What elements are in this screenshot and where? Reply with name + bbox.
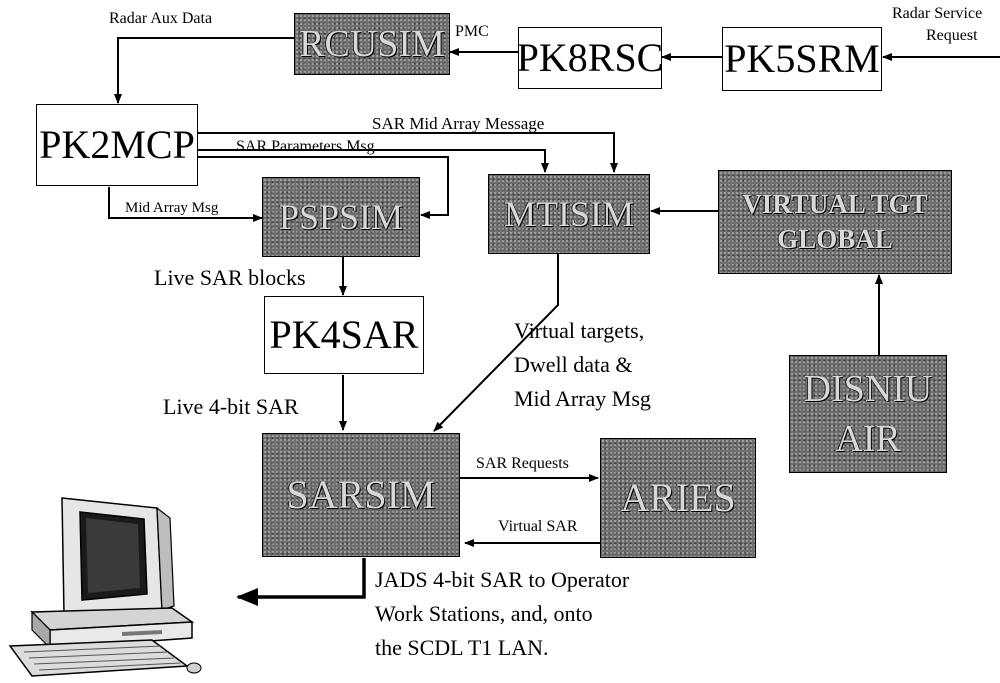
aries-box: ARIES xyxy=(600,438,756,558)
pk5srm-label: PK5SRM xyxy=(724,36,880,81)
computer-workstation-icon xyxy=(8,497,202,677)
pspsim-box: PSPSIM xyxy=(262,177,420,257)
virtual-targets-label-line2: Dwell data & xyxy=(514,352,633,377)
jads-label-line1: JADS 4-bit SAR to Operator xyxy=(375,567,630,592)
live-sar-blocks-label: Live SAR blocks xyxy=(154,265,306,290)
sar-requests-label: SAR Requests xyxy=(476,455,569,472)
pk2mcp-label: PK2MCP xyxy=(39,122,195,167)
virtual-tgt-label-line2: GLOBAL xyxy=(777,224,893,254)
radar-service-request-label-line1: Radar Service xyxy=(892,5,983,22)
mid-array-msg-label: Mid Array Msg xyxy=(125,200,219,216)
arrow-sar-params-to-pspsim xyxy=(198,156,449,219)
virtual-tgt-global-box: VIRTUAL TGT GLOBAL xyxy=(718,170,952,274)
arrow-sarsim-to-workstations xyxy=(236,558,366,606)
arrow-mid-array-to-pspsim xyxy=(108,187,263,222)
mtisim-label: MTISIM xyxy=(503,194,634,234)
disniu-label-line1: DISNIU xyxy=(803,368,933,410)
sarsim-label: SARSIM xyxy=(286,472,436,517)
pk5srm-box: PK5SRM xyxy=(722,27,882,91)
arrow-sar-params-to-mtisim xyxy=(198,149,549,173)
arrow-mtisim-to-sarsim xyxy=(433,254,559,432)
disniu-air-box: DISNIU AIR xyxy=(789,355,947,473)
pk2mcp-box: PK2MCP xyxy=(36,104,198,186)
arrow-rcusim-to-pk2mcp xyxy=(114,37,294,104)
sar-mid-array-message-label: SAR Mid Array Message xyxy=(372,114,545,133)
pk8rsc-label: PK8RSC xyxy=(516,35,664,80)
pk4sar-label: PK4SAR xyxy=(269,312,419,357)
virtual-sar-label: Virtual SAR xyxy=(498,518,578,535)
jads-label-line2: Work Stations, and, onto xyxy=(375,601,593,626)
jads-label-line3: the SCDL T1 LAN. xyxy=(375,635,549,660)
aries-label: ARIES xyxy=(620,475,736,520)
sarsim-box: SARSIM xyxy=(262,433,460,557)
virtual-targets-label-line3: Mid Array Msg xyxy=(514,386,651,411)
radar-aux-data-label: Radar Aux Data xyxy=(109,10,213,27)
virtual-tgt-label-line1: VIRTUAL TGT xyxy=(742,189,928,219)
pk4sar-box: PK4SAR xyxy=(264,296,424,374)
rcusim-box: RCUSIM xyxy=(294,13,450,75)
pmc-label: PMC xyxy=(455,23,489,40)
mtisim-box: MTISIM xyxy=(488,174,650,254)
radar-service-request-label-line2: Request xyxy=(926,27,978,44)
rcusim-label: RCUSIM xyxy=(299,23,445,65)
arrow-sar-mid-array-to-mtisim xyxy=(198,132,618,173)
virtual-targets-label-line1: Virtual targets, xyxy=(514,318,645,343)
pspsim-label: PSPSIM xyxy=(278,197,404,237)
sar-parameters-msg-label: SAR Parameters Msg xyxy=(236,138,375,155)
live-4bit-sar-label: Live 4-bit SAR xyxy=(163,394,299,419)
disniu-label-line2: AIR xyxy=(835,418,901,460)
pk8rsc-box: PK8RSC xyxy=(516,27,664,89)
